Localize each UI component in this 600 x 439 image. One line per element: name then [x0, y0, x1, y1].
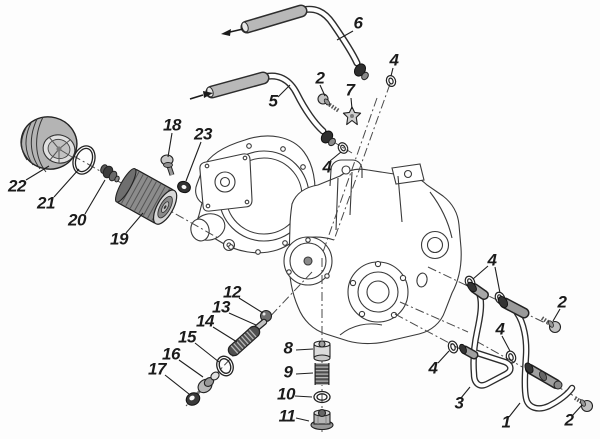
oil-pipe-3	[459, 281, 514, 389]
filter-cap-22	[20, 116, 78, 173]
oil-pump-rotor-7	[342, 106, 362, 126]
spring-washer-20	[100, 164, 120, 183]
oring-4-tube6	[385, 75, 397, 87]
oring-4-pipe3-low	[447, 340, 459, 354]
engine-crankcase	[283, 159, 462, 345]
spring-14	[227, 325, 261, 357]
oring-4-pipe1-mid	[505, 350, 517, 364]
oring-10	[313, 390, 331, 404]
oil-filter-19	[115, 167, 178, 225]
nut-23	[177, 180, 191, 194]
screw-18	[160, 154, 175, 176]
clutch-cover	[190, 135, 316, 255]
oil-tube-6	[240, 4, 369, 81]
flow-arrow-tube-5-icon	[189, 91, 213, 100]
screw-2-top	[317, 93, 341, 113]
bolt-2-right-top	[540, 316, 562, 334]
oring-15	[216, 355, 234, 377]
leader-lines	[25, 30, 583, 422]
bolt-2-right-bottom	[573, 396, 594, 413]
plug-11	[310, 408, 334, 431]
oil-tube-5	[205, 71, 336, 147]
check-ball-12	[259, 309, 273, 323]
oring-4-tube5	[337, 142, 349, 154]
piston-8	[313, 340, 331, 362]
seal-17	[185, 392, 201, 406]
flow-arrow-tube-6-icon	[221, 28, 244, 36]
oring-21	[72, 145, 96, 175]
oil-pipe-1	[497, 295, 576, 412]
